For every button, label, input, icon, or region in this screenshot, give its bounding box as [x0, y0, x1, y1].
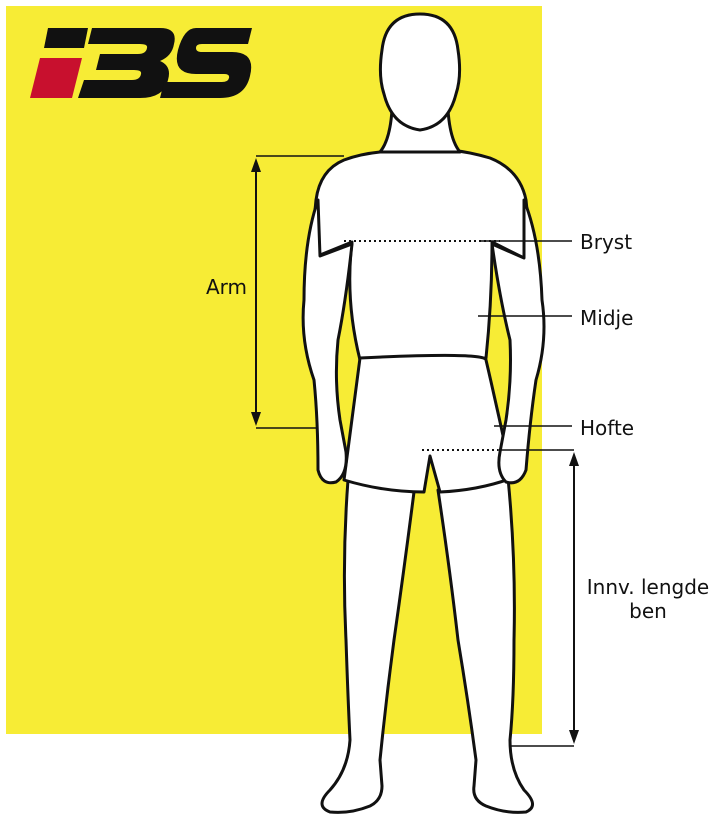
inseam-label-line1: Innv. lengde — [580, 575, 716, 599]
brand-logo — [30, 28, 252, 98]
head — [380, 14, 459, 130]
inseam-arrow-top — [569, 452, 579, 466]
inseam-label-line2: ben — [580, 599, 716, 623]
chest-label: Bryst — [580, 230, 632, 254]
hip-label: Hofte — [580, 416, 634, 440]
waist-label: Midje — [580, 306, 633, 330]
inseam-label: Innv. lengde ben — [580, 575, 716, 623]
arm-label: Arm — [206, 275, 247, 299]
inseam-arrow-bottom — [569, 730, 579, 744]
shorts — [344, 355, 512, 492]
